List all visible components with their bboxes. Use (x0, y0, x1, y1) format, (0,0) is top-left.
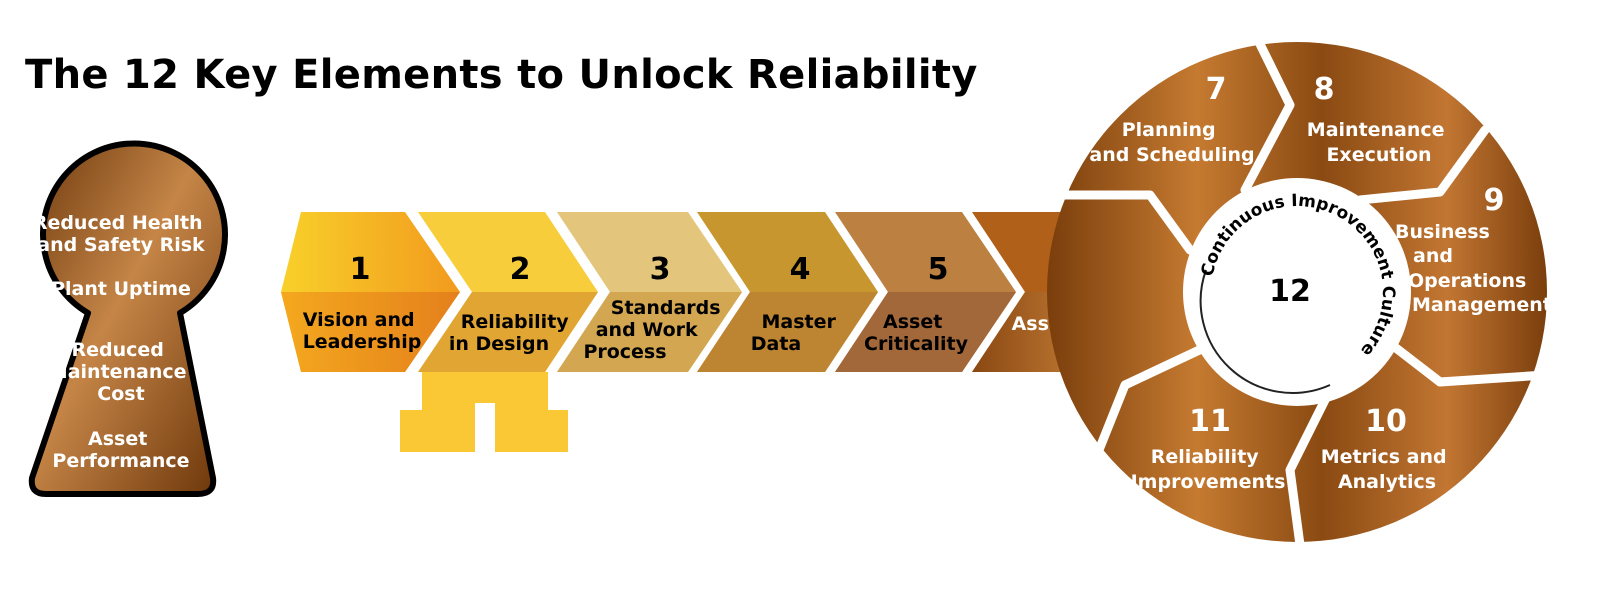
element-8-number: 8 (1314, 72, 1335, 107)
element-9-label-line: and (1413, 245, 1453, 267)
wheel-center (1183, 178, 1411, 406)
element-5-number: 5 (928, 252, 949, 287)
element-2-label-line: in Design (449, 333, 549, 355)
benefit-asset-performance: Asset Performance (52, 428, 189, 472)
element-10-label-line: Analytics (1338, 471, 1436, 493)
element-11-label-line: Reliability (1151, 446, 1260, 468)
element-11-number: 11 (1189, 404, 1231, 439)
benefit-asset-performance-line: Performance (52, 450, 189, 472)
element-8-label: Maintenance Execution (1307, 119, 1451, 166)
element-3-label-line: Process (583, 341, 666, 363)
element-3-label-line: and Work (596, 319, 698, 341)
key-shaft: 1 Vision and Leadership 2 Reliability in… (281, 212, 1200, 372)
page-title: The 12 Key Elements to Unlock Reliabilit… (25, 52, 978, 98)
element-11-label-line: Improvements (1131, 471, 1286, 493)
element-9-label: Business and Operations Management (1395, 221, 1552, 316)
element-7-label-line: and Scheduling (1089, 144, 1254, 166)
benefit-maintenance-cost-line: Reduced (71, 339, 163, 361)
element-1: 1 Vision and Leadership (281, 212, 460, 372)
key-teeth-shape (400, 372, 568, 452)
benefit-health-safety-line: and Safety Risk (37, 234, 205, 256)
benefit-maintenance-cost: Reduced Maintenance Cost (49, 339, 193, 405)
element-4-label-line: Master (761, 311, 836, 333)
element-10-label-line: Metrics and (1321, 446, 1447, 468)
element-1-label-line: Vision and (303, 309, 415, 331)
wheel-separators (1047, 35, 1550, 550)
element-9-label-line: Operations (1408, 270, 1526, 292)
element-5-label-line: Asset (883, 311, 942, 333)
element-8-label-line: Execution (1326, 144, 1431, 166)
element-2-label: Reliability in Design (449, 311, 575, 355)
benefit-asset-performance-line: Asset (88, 428, 147, 450)
element-9-label-line: Management (1412, 294, 1552, 316)
element-9-label-line: Business (1395, 221, 1490, 243)
element-7-label-line: Planning (1122, 119, 1216, 141)
element-7-label: Planning and Scheduling (1089, 119, 1254, 166)
element-10-number: 10 (1365, 404, 1407, 439)
benefit-plant-uptime-line: Plant Uptime (51, 278, 191, 300)
element-5-label: Asset Criticality (864, 311, 969, 355)
benefit-health-safety-line: Reduced Health (33, 212, 203, 234)
element-3-label-line: Standards (611, 297, 721, 319)
element-7-number: 7 (1206, 72, 1227, 107)
element-9-number: 9 (1484, 183, 1505, 218)
wheel-center-arc (1199, 269, 1331, 394)
element-12-number: 12 (1269, 274, 1311, 309)
element-5: 5 Asset Criticality (835, 212, 1016, 372)
keyhole: Reduced Health and Safety Risk Plant Upt… (28, 140, 228, 497)
benefit-maintenance-cost-line: Cost (97, 383, 144, 405)
element-4: 4 Master Data (697, 212, 878, 372)
element-10-label: Metrics and Analytics (1321, 446, 1454, 493)
element-4-label-line: Data (751, 333, 802, 355)
element-8-label-line: Maintenance (1307, 119, 1445, 141)
element-2: 2 Reliability in Design (418, 212, 598, 372)
element-4-number: 4 (790, 252, 811, 287)
element-2-label-line: Reliability (461, 311, 570, 333)
element-3-label: Standards and Work Process (583, 297, 727, 363)
element-3-number: 3 (650, 252, 671, 287)
keyhole-shape (28, 140, 228, 497)
benefit-plant-uptime: Plant Uptime (51, 278, 191, 300)
improvement-wheel: 7 Planning and Scheduling 8 Maintenance … (1047, 35, 1552, 550)
element-2-number: 2 (510, 252, 531, 287)
element-1-number: 1 (350, 252, 371, 287)
element-3: 3 Standards and Work Process (557, 212, 742, 372)
element-11-label: Reliability Improvements (1131, 446, 1286, 493)
element-4-label: Master Data (751, 311, 843, 355)
element-5-label-line: Criticality (864, 333, 969, 355)
benefit-maintenance-cost-line: Maintenance (49, 361, 187, 383)
key-teeth (400, 372, 568, 452)
element-1-label: Vision and Leadership (303, 309, 422, 353)
benefit-health-safety: Reduced Health and Safety Risk (33, 212, 209, 256)
element-1-label-line: Leadership (303, 331, 422, 353)
